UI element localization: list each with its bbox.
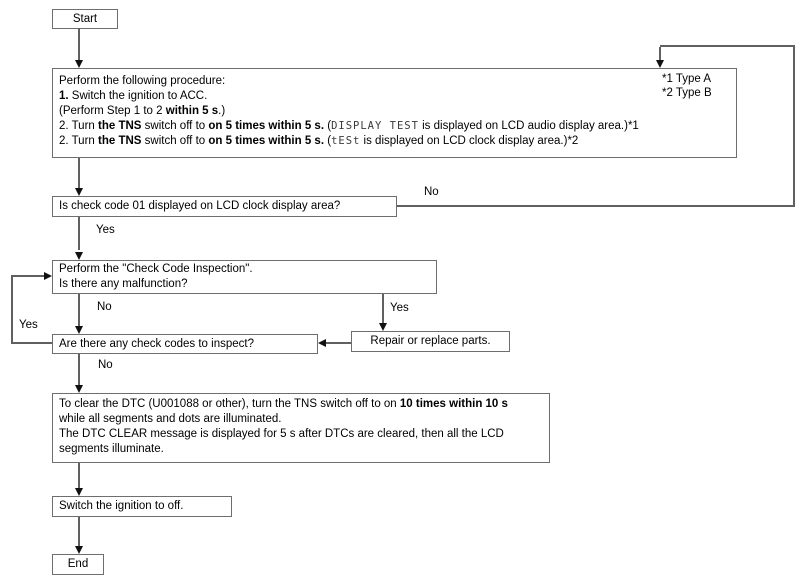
connector-yes-loop-top bbox=[11, 275, 44, 277]
connector-ignitionoff-to-end bbox=[78, 517, 80, 546]
connector-codes-to-cleardtc bbox=[78, 354, 80, 385]
arrowhead-loop-into-inspection bbox=[44, 272, 52, 280]
end-label: End bbox=[67, 558, 89, 570]
start-label: Start bbox=[72, 12, 98, 25]
arrowhead-into-codes bbox=[75, 326, 83, 334]
connector-no-loop-bottom bbox=[397, 205, 795, 207]
clear-dtc-node: To clear the DTC (U001088 or other), tur… bbox=[52, 393, 550, 463]
clear-dtc-line: To clear the DTC (U001088 or other), tur… bbox=[59, 398, 508, 410]
arrowhead-into-cleardtc bbox=[75, 385, 83, 393]
connector-start-to-procedure bbox=[78, 28, 80, 60]
clear-dtc-line: while all segments and dots are illumina… bbox=[59, 413, 282, 425]
edge-label-no-check-code: No bbox=[424, 186, 439, 198]
check-code-inspection-node: Perform the "Check Code Inspection". Is … bbox=[52, 260, 437, 294]
inspection-line: Perform the "Check Code Inspection". bbox=[59, 263, 253, 275]
procedure-line: 1. Switch the ignition to ACC. bbox=[59, 90, 208, 102]
procedure-node: Perform the following procedure: 1. Swit… bbox=[52, 68, 737, 158]
connector-yes-loop-left bbox=[11, 275, 13, 344]
arrowhead-into-ignitionoff bbox=[75, 488, 83, 496]
end-node: End bbox=[52, 554, 104, 575]
type-b-note: *2 Type B bbox=[662, 87, 712, 99]
edge-label-no-codes: No bbox=[98, 359, 113, 371]
arrowhead-into-procedure bbox=[75, 60, 83, 68]
start-node: Start bbox=[52, 9, 118, 29]
connector-no-loop-right bbox=[793, 45, 795, 207]
connector-inspection-to-codes bbox=[78, 294, 80, 326]
type-notes: *1 Type A *2 Type B bbox=[662, 72, 712, 100]
connector-repair-to-codes bbox=[326, 342, 351, 344]
connector-no-loop-top bbox=[660, 45, 795, 47]
edge-label-no-malfunction: No bbox=[97, 301, 112, 313]
arrowhead-into-repair bbox=[379, 323, 387, 331]
edge-label-yes-malfunction: Yes bbox=[390, 302, 409, 314]
clear-dtc-line: segments illuminate. bbox=[59, 443, 164, 455]
ignition-off-node: Switch the ignition to off. bbox=[52, 496, 232, 517]
connector-cleardtc-to-ignitionoff bbox=[78, 463, 80, 488]
arrowhead-into-inspection bbox=[75, 252, 83, 260]
connector-yes-loop-bottom bbox=[11, 342, 52, 344]
connector-procedure-to-check01 bbox=[78, 158, 80, 188]
procedure-line: (Perform Step 1 to 2 within 5 s.) bbox=[59, 105, 226, 117]
inspection-line: Is there any malfunction? bbox=[59, 278, 188, 290]
ignition-off-label: Switch the ignition to off. bbox=[59, 500, 184, 512]
repair-label: Repair or replace parts. bbox=[370, 335, 491, 347]
connector-check01-to-inspection bbox=[78, 217, 80, 250]
decision-check-code-01: Is check code 01 displayed on LCD clock … bbox=[52, 196, 397, 217]
arrowhead-into-check01 bbox=[75, 188, 83, 196]
clear-dtc-line: The DTC CLEAR message is displayed for 5… bbox=[59, 428, 504, 440]
type-a-note: *1 Type A bbox=[662, 73, 712, 85]
decision-check-code-01-label: Is check code 01 displayed on LCD clock … bbox=[59, 200, 341, 212]
edge-label-yes-check-code: Yes bbox=[96, 224, 115, 236]
decision-codes-to-inspect-label: Are there any check codes to inspect? bbox=[59, 338, 254, 350]
arrowhead-repair-into-codes bbox=[318, 339, 326, 347]
procedure-line: 2. Turn the TNS switch off to on 5 times… bbox=[59, 135, 579, 147]
procedure-line: Perform the following procedure: bbox=[59, 75, 226, 87]
arrowhead-loop-into-procedure bbox=[656, 60, 664, 68]
arrowhead-into-end bbox=[75, 546, 83, 554]
repair-node: Repair or replace parts. bbox=[351, 331, 510, 352]
edge-label-yes-codes: Yes bbox=[19, 319, 38, 331]
decision-codes-to-inspect: Are there any check codes to inspect? bbox=[52, 334, 318, 354]
connector-yes-to-repair bbox=[382, 294, 384, 323]
connector-no-loop-entry bbox=[659, 47, 661, 60]
procedure-line: 2. Turn the TNS switch off to on 5 times… bbox=[59, 120, 639, 132]
